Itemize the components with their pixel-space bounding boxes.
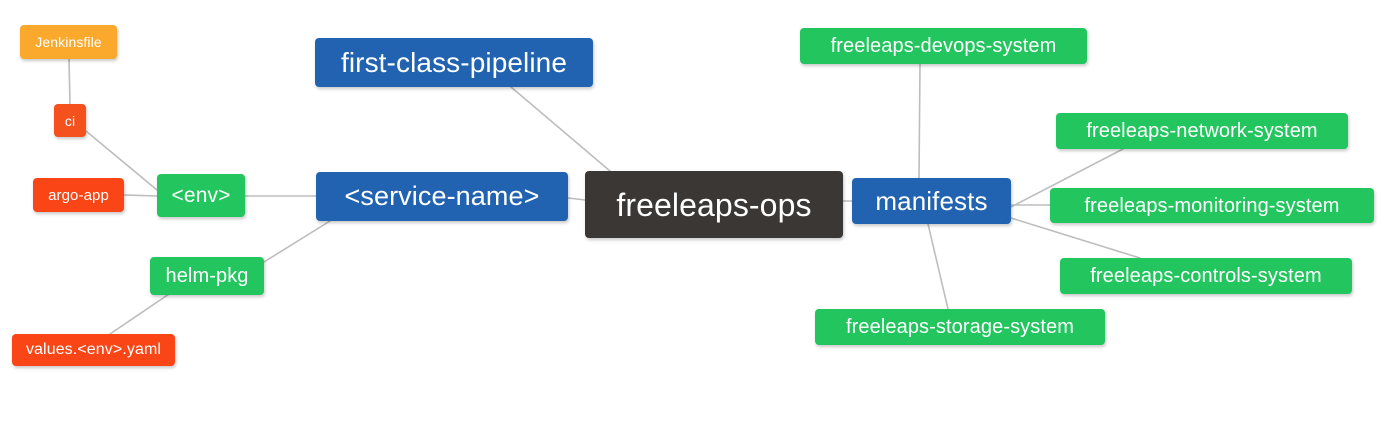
node-label-freeleaps-monitoring-system: freeleaps-monitoring-system — [1084, 194, 1340, 217]
node-label-freeleaps-storage-system: freeleaps-storage-system — [845, 316, 1075, 338]
edge-manifests-to-freeleaps-devops-system — [918, 63, 921, 179]
edge-manifests-to-freeleaps-controls-system — [1010, 217, 1141, 259]
node-label-ci: ci — [64, 112, 76, 129]
edge-argo-app-to-env — [123, 194, 158, 197]
node-label-service-name: <service-name> — [344, 181, 540, 211]
node-service-name[interactable]: <service-name> — [316, 172, 568, 221]
node-manifests[interactable]: manifests — [852, 178, 1011, 224]
edge-helm-pkg-to-values-yaml — [109, 291, 173, 335]
edge-first-class-pipeline-to-freeleaps-ops — [510, 86, 611, 172]
node-label-jenkinsfile: Jenkinsfile — [35, 34, 102, 50]
edge-manifests-to-freeleaps-storage-system — [927, 223, 949, 310]
edge-jenkinsfile-to-ci — [68, 58, 71, 105]
node-label-freeleaps-devops-system: freeleaps-devops-system — [830, 35, 1057, 57]
node-label-manifests: manifests — [875, 186, 988, 216]
node-env[interactable]: <env> — [157, 174, 245, 217]
node-label-freeleaps-network-system: freeleaps-network-system — [1086, 120, 1318, 142]
node-label-freeleaps-ops: freeleaps-ops — [616, 186, 812, 223]
edge-service-name-to-helm-pkg — [263, 220, 331, 263]
node-helm-pkg[interactable]: helm-pkg — [150, 257, 264, 295]
node-freeleaps-network-system[interactable]: freeleaps-network-system — [1056, 113, 1348, 149]
edge-service-name-to-freeleaps-ops — [567, 197, 586, 201]
node-first-class-pipeline[interactable]: first-class-pipeline — [315, 38, 593, 87]
node-jenkinsfile[interactable]: Jenkinsfile — [20, 25, 117, 59]
node-label-values-yaml: values.<env>.yaml — [25, 341, 162, 358]
node-label-freeleaps-controls-system: freeleaps-controls-system — [1090, 265, 1322, 287]
node-freeleaps-controls-system[interactable]: freeleaps-controls-system — [1060, 258, 1352, 294]
node-label-first-class-pipeline: first-class-pipeline — [340, 46, 568, 78]
node-freeleaps-monitoring-system[interactable]: freeleaps-monitoring-system — [1050, 188, 1374, 223]
node-freeleaps-devops-system[interactable]: freeleaps-devops-system — [800, 28, 1087, 64]
node-argo-app[interactable]: argo-app — [33, 178, 124, 212]
node-freeleaps-ops[interactable]: freeleaps-ops — [585, 171, 843, 238]
node-freeleaps-storage-system[interactable]: freeleaps-storage-system — [815, 309, 1105, 345]
node-ci[interactable]: ci — [54, 104, 86, 137]
node-label-argo-app: argo-app — [48, 186, 109, 204]
node-label-env: <env> — [171, 184, 231, 207]
node-label-helm-pkg: helm-pkg — [165, 265, 249, 287]
node-values-yaml[interactable]: values.<env>.yaml — [12, 334, 175, 366]
